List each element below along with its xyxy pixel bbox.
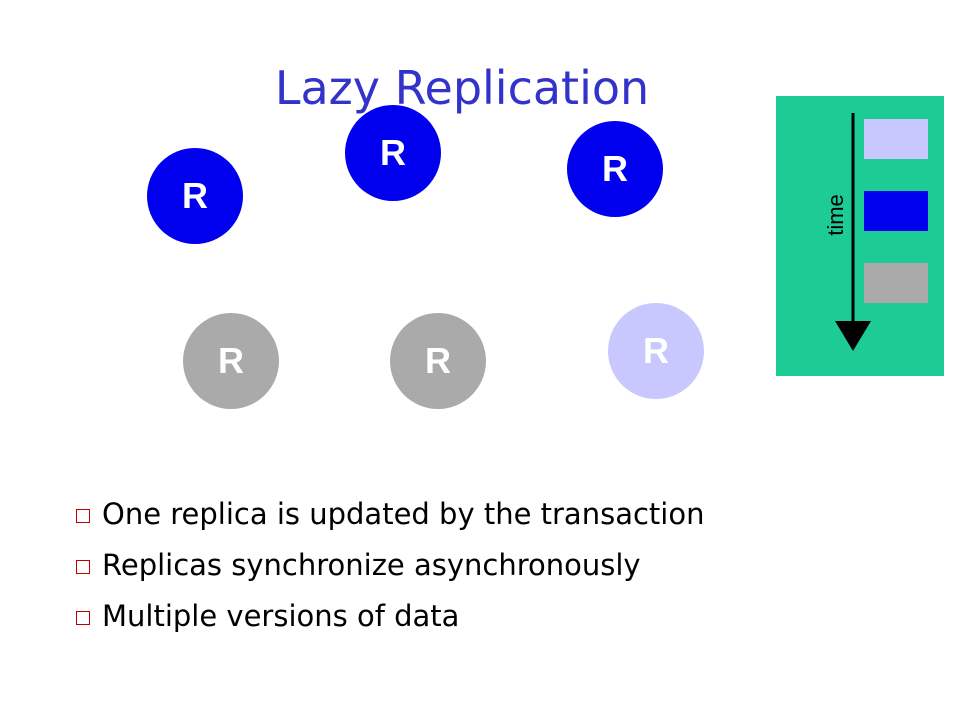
checkbox-bullet-icon (76, 559, 90, 574)
bullet-text: Multiple versions of data (102, 598, 460, 633)
replica-label: R (380, 132, 406, 173)
bullet-text: One replica is updated by the transactio… (102, 496, 705, 531)
replica-node-stale: R (183, 313, 279, 409)
version-block-stale (864, 263, 928, 303)
version-block-updated (864, 191, 928, 231)
replica-node-updated: R (345, 105, 441, 201)
slide-title: Lazy Replication (274, 61, 650, 115)
replica-node-stale: R (390, 313, 486, 409)
replica-node-intermediate: R (608, 303, 704, 399)
checkbox-bullet-icon (76, 610, 90, 625)
replica-label: R (182, 175, 208, 216)
checkbox-bullet-icon (76, 508, 90, 523)
version-block-intermediate (864, 119, 928, 159)
replica-label: R (218, 340, 244, 381)
replica-label: R (425, 340, 451, 381)
bullet-item: Replicas synchronize asynchronously (76, 539, 704, 590)
time-axis-label: time (823, 194, 848, 236)
bullet-text: Replicas synchronize asynchronously (102, 547, 641, 582)
replica-label: R (643, 330, 669, 371)
replica-label: R (602, 148, 628, 189)
bullet-list: One replica is updated by the transactio… (76, 488, 704, 641)
replica-node-updated: R (147, 148, 243, 244)
bullet-item: One replica is updated by the transactio… (76, 488, 704, 539)
replica-node-updated: R (567, 121, 663, 217)
bullet-item: Multiple versions of data (76, 590, 704, 641)
